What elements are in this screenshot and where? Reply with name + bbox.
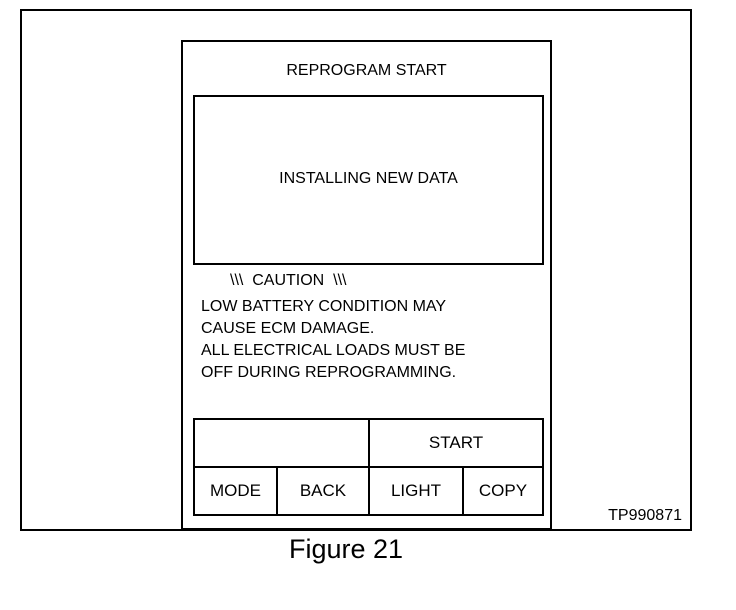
light-button[interactable]: LIGHT [370,468,464,514]
start-button[interactable]: START [370,420,542,468]
figure-code: TP990871 [608,507,682,524]
status-message: INSTALLING NEW DATA [279,170,458,187]
caution-line: LOW BATTERY CONDITION MAY [201,298,447,315]
figure-frame: REPROGRAM START INSTALLING NEW DATA \\\ … [20,9,692,531]
soft-key-panel: START MODE BACK LIGHT COPY [193,418,544,516]
status-display: INSTALLING NEW DATA [193,95,544,265]
figure-caption: Figure 21 [288,534,404,564]
caution-line: OFF DURING REPROGRAMMING. [201,364,457,381]
blank-soft-key[interactable] [195,420,370,468]
caution-heading: \\\ CAUTION \\\ [230,272,347,289]
back-button[interactable]: BACK [278,468,370,514]
caution-line: CAUSE ECM DAMAGE. [201,320,375,337]
copy-button[interactable]: COPY [478,481,528,500]
caution-message: LOW BATTERY CONDITION MAY CAUSE ECM DAMA… [201,296,541,384]
caution-line: ALL ELECTRICAL LOADS MUST BE [201,342,466,359]
screen-title: REPROGRAM START [286,62,447,79]
scan-tool-screen: REPROGRAM START INSTALLING NEW DATA \\\ … [181,40,552,530]
mode-button[interactable]: MODE [195,468,278,514]
